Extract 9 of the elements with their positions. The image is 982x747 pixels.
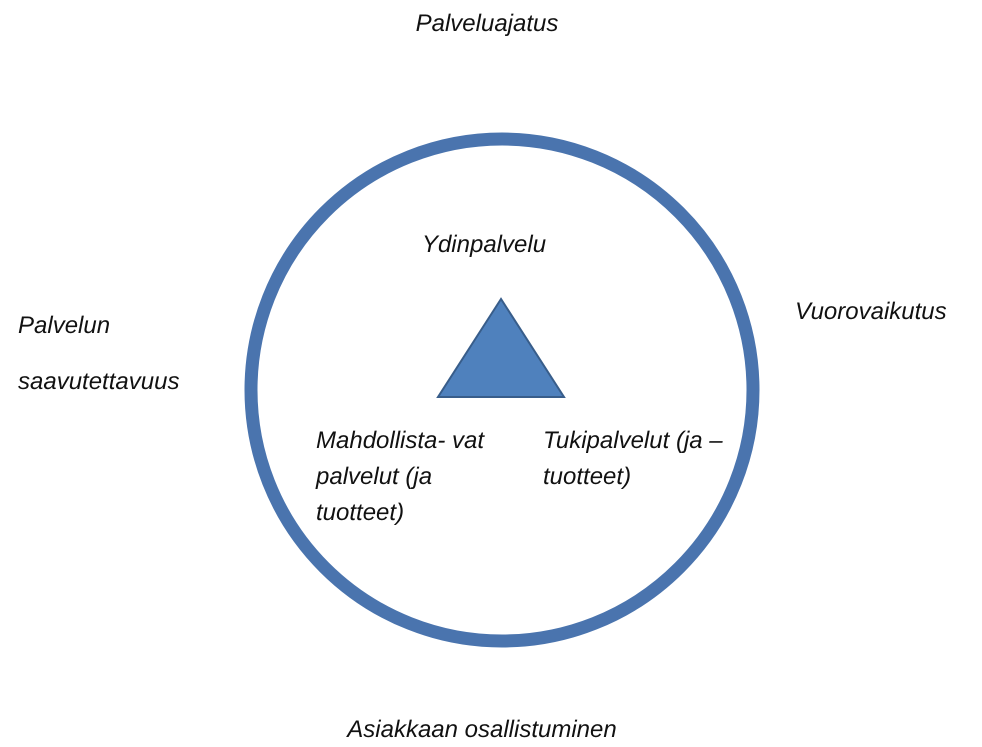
label-text: Asiakkaan osallistuminen [345,716,618,744]
ring [244,132,760,648]
node-text: Mahdollista- vat palvelut (ja tuotteet) [316,426,486,528]
label-text: Palvelun saavutettavuus [18,311,180,397]
node-text: Tukipalvelut (ja –tuotteet) [543,426,723,492]
label-text: Vuorovaikutus [795,298,947,326]
triangle [436,297,566,399]
label-text: Palveluajatus [414,10,560,38]
node-title: Ydinpalvelu [420,230,548,260]
